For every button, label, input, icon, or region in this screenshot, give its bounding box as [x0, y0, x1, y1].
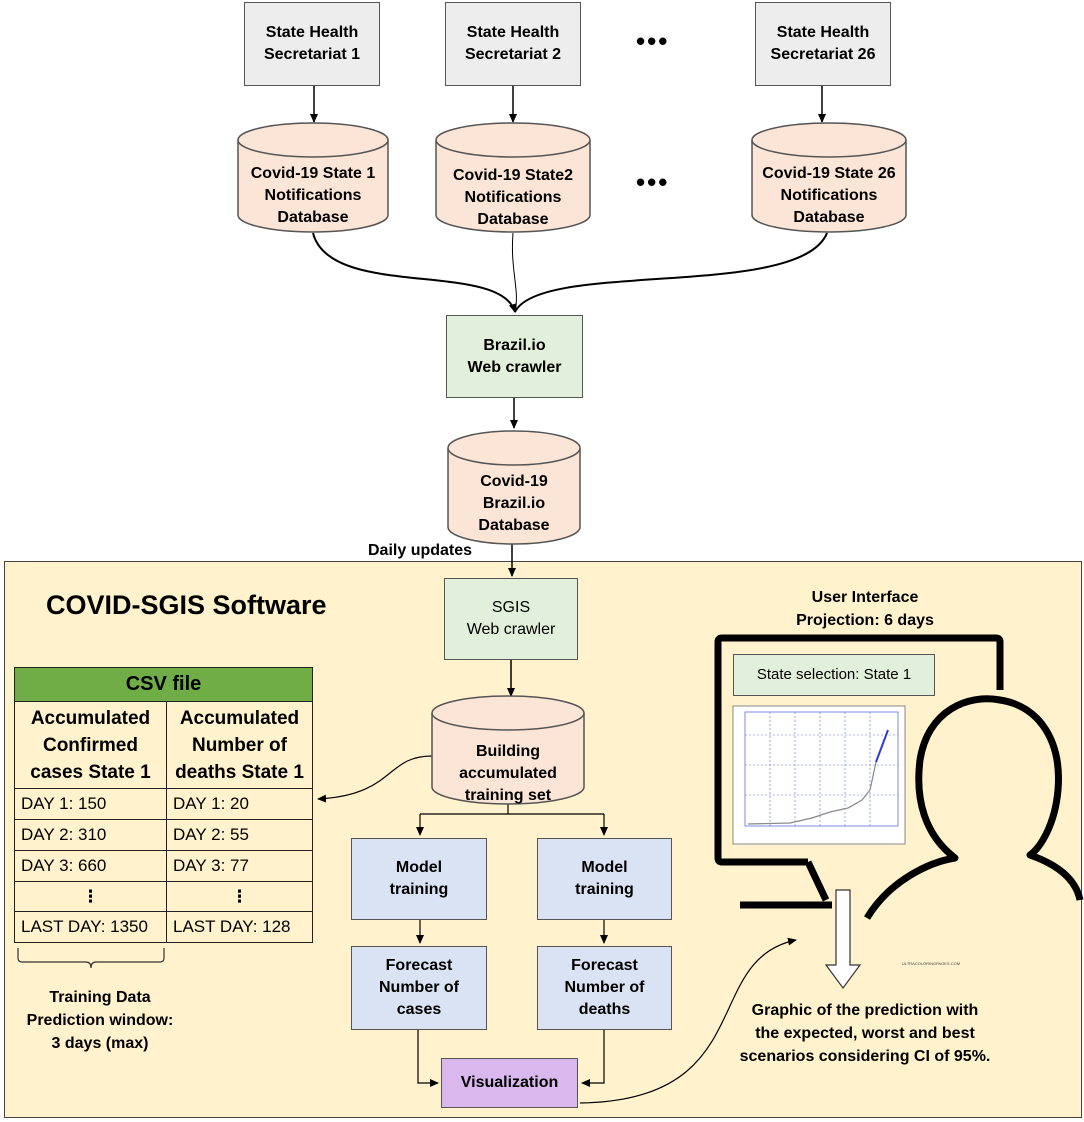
screen-chart: [732, 705, 906, 845]
building-training-set-label: Building accumulated training set: [459, 743, 557, 804]
csv-cell: DAY 1: 150: [14, 789, 167, 820]
csv-brace: [17, 948, 165, 969]
csv-cell: DAY 1: 20: [166, 789, 313, 820]
csv-cell: LAST DAY: 1350: [14, 912, 167, 943]
arrow-building-csv: [317, 755, 433, 803]
state-1-database-label: Covid-19 State 1 Notifications Database: [250, 165, 376, 226]
forecast-cases-box: Forecast Number of cases: [351, 946, 487, 1030]
forecast-deaths-box: Forecast Number of deaths: [537, 946, 672, 1030]
csv-cell: DAY 3: 660: [14, 851, 167, 882]
cylinder-database-icon: [237, 122, 389, 233]
csv-cell: ⋮: [166, 882, 313, 912]
csv-col2-header: Accumulated Number of deaths State 1: [166, 702, 313, 789]
csv-col1-header: Accumulated Confirmed cases State 1: [14, 702, 167, 789]
secretariat-1-box: State Health Secretariat 1: [244, 2, 380, 86]
secretariat-2-box: State Health Secretariat 2: [445, 2, 581, 86]
csv-cell: DAY 3: 77: [166, 851, 313, 882]
cylinder-database-icon: [435, 122, 591, 233]
ellipsis-middle: •••: [636, 167, 670, 197]
curve-db26-crawler: [514, 232, 828, 313]
user-silhouette-icon: [864, 695, 1084, 920]
user-interface-title: User Interface Projection: 6 days: [796, 589, 934, 629]
cylinder-database-icon: [751, 122, 907, 233]
secretariat-26-box: State Health Secretariat 26: [755, 2, 891, 86]
down-arrow-icon: [824, 889, 862, 990]
csv-cell: DAY 2: 55: [166, 820, 313, 851]
arrow-vis-ui: [579, 937, 797, 1104]
watermark-text: ULTRACOLORINGPAGES.COM: [902, 961, 960, 966]
monitor-icon: [714, 634, 1004, 909]
state-26-database-label: Covid-19 State 26 Notifications Database: [762, 165, 896, 226]
daily-updates-label: Daily updates: [368, 542, 473, 559]
brazil-io-crawler-box: Brazil.io Web crawler: [446, 315, 583, 398]
ellipsis-top: •••: [636, 26, 670, 56]
software-title: COVID-SGIS Software: [46, 590, 327, 620]
csv-cell: ⋮: [14, 882, 167, 912]
brazil-io-database-label: Covid-19 Brazil.io Database: [478, 473, 550, 534]
cylinder-database-icon: [447, 430, 581, 545]
curve-db2-crawler: [511, 232, 517, 313]
arrow-forecast-deaths-vis: [581, 1030, 605, 1087]
state-2-database-label: Covid-19 State2 Notifications Database: [452, 167, 574, 228]
csv-title: CSV file: [14, 667, 313, 702]
arrow-forecast-cases-vis: [417, 1030, 439, 1087]
visualization-box: Visualization: [441, 1058, 578, 1108]
model-training-cases-box: Model training: [351, 838, 487, 920]
curve-db1-crawler: [312, 232, 517, 313]
sgis-crawler-box: SGIS Web crawler: [444, 578, 578, 660]
training-data-note: Training Data Prediction window: 3 days …: [26, 989, 174, 1052]
csv-cell: DAY 2: 310: [14, 820, 167, 851]
csv-cell: LAST DAY: 128: [166, 912, 313, 943]
state-selection-box[interactable]: State selection: State 1: [733, 654, 935, 696]
cylinder-database-icon: [431, 695, 585, 805]
csv-table: CSV file Accumulated Confirmed cases Sta…: [14, 667, 313, 943]
model-training-deaths-box: Model training: [537, 838, 672, 920]
graphic-caption: Graphic of the prediction with the expec…: [739, 1002, 991, 1065]
